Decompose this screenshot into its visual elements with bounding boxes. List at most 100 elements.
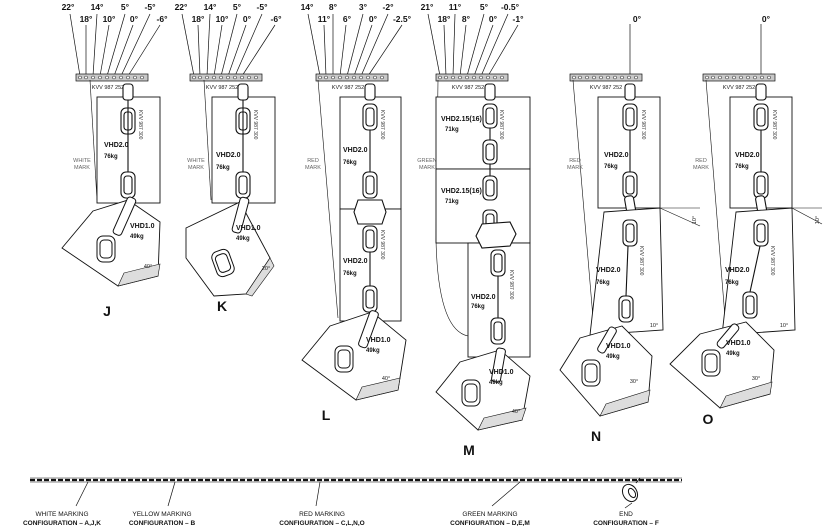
angle-label: 0° <box>633 14 642 24</box>
mark-label: WHITE <box>187 158 205 164</box>
tilt-angle: 10° <box>780 323 788 329</box>
sub-model: VHD1.0 <box>236 225 261 232</box>
mark-label: RED <box>569 158 581 164</box>
main2-weight: 76kg <box>343 271 357 277</box>
config-label: N <box>591 428 601 444</box>
angle-label: 22° <box>175 2 188 12</box>
main-weight: 76kg <box>104 154 118 160</box>
angle-label: 18° <box>80 14 93 24</box>
mark-label: WHITE <box>73 158 91 164</box>
config-label: K <box>217 298 227 314</box>
main-model: VHD2.0 <box>104 142 129 149</box>
rigging-bar <box>569 73 643 82</box>
angle-label: 18° <box>192 14 205 24</box>
sub-weight: 49kg <box>130 234 144 240</box>
mark-label: RED <box>307 158 319 164</box>
main-model: VHD2.0 <box>216 152 241 159</box>
angle-label: -1° <box>513 14 525 24</box>
angle-label: 14° <box>301 2 314 12</box>
main-model: VHD2.15(16) <box>441 116 482 123</box>
angle-label: -5° <box>257 2 269 12</box>
config-L: 14° 11° 8° 6° 3° 0° -2° -2.5° KVV 987 25… <box>301 2 412 423</box>
rigging-bar <box>435 73 509 82</box>
mark-label: MARK <box>419 165 435 171</box>
mark-label: MARK <box>693 165 709 171</box>
angle-label: -6° <box>271 14 283 24</box>
angle-label: 8° <box>329 2 338 12</box>
mark-label: MARK <box>188 165 204 171</box>
vertical-label: KVV 987 300 <box>498 110 504 140</box>
config-label: J <box>103 303 111 319</box>
sub-model: VHD1.0 <box>489 369 514 376</box>
sub-weight: 49kg <box>236 236 250 242</box>
tilt-angle: 20° <box>262 266 270 272</box>
sub-weight: 49kg <box>489 380 503 386</box>
vertical-label: KVV 987 300 <box>638 246 644 276</box>
angle-label: -6° <box>157 14 169 24</box>
vertical-label: KVV 987 300 <box>771 110 777 140</box>
angle-label: 0° <box>489 14 498 24</box>
rigging-bar <box>75 73 149 82</box>
main2-model: VHD2.0 <box>343 258 368 265</box>
legend-config: CONFIGURATION – F <box>593 520 659 527</box>
legend-label: RED MARKING <box>299 511 345 518</box>
main-weight: 76kg <box>343 160 357 166</box>
main2-model: VHD2.0 <box>596 267 621 274</box>
vertical-label: KVV 987 300 <box>640 110 646 140</box>
angle-label: 8° <box>462 14 471 24</box>
vertical-label: KVV 987 300 <box>379 230 385 260</box>
angle-label: 14° <box>204 2 217 12</box>
legend-config: CONFIGURATION – A,J,K <box>23 520 101 527</box>
vertical-label: KVV 987 300 <box>252 110 258 140</box>
config-N: 0° KVV 987 252 RED MARK 10° KVV 987 300 … <box>559 14 701 444</box>
main-model: VHD2.0 <box>735 152 760 159</box>
main-weight: 76kg <box>735 164 749 170</box>
bar-label: KVV 987 252 <box>332 85 364 91</box>
tilt-angle: 10° <box>692 216 698 224</box>
tilt-angle: 40° <box>512 409 520 415</box>
tilt-angle: 40° <box>382 376 390 382</box>
angle-label: 21° <box>421 2 434 12</box>
tilt-angle: 30° <box>630 379 638 385</box>
marking-chain: WHITE MARKING CONFIGURATION – A,J,K YELL… <box>23 477 682 527</box>
legend-label: YELLOW MARKING <box>132 511 191 518</box>
speaker-cabinet <box>721 207 796 336</box>
bar-label: KVV 987 252 <box>723 85 755 91</box>
mark-label: MARK <box>567 165 583 171</box>
mark-label: MARK <box>74 165 90 171</box>
angle-label: -0.5° <box>501 2 520 12</box>
legend-label: END <box>619 511 633 518</box>
angle-label: 6° <box>343 14 352 24</box>
config-label: O <box>703 411 714 427</box>
angle-lines <box>69 13 161 77</box>
vertical-label: KVV 987 300 <box>769 246 775 276</box>
main-weight: 76kg <box>604 164 618 170</box>
tilt-angle: 30° <box>752 376 760 382</box>
angle-label: 14° <box>91 2 104 12</box>
sub-model: VHD1.0 <box>130 223 155 230</box>
sub-weight: 49kg <box>726 351 740 357</box>
rigging-bar <box>315 73 389 82</box>
config-label: L <box>322 407 331 423</box>
legend-label: GREEN MARKING <box>462 511 517 518</box>
main2-weight: 76kg <box>725 280 739 286</box>
main3-weight: 76kg <box>471 304 485 310</box>
vertical-label: KVV 987 300 <box>379 110 385 140</box>
angle-label: 10° <box>216 14 229 24</box>
main2-model: VHD2.15(16) <box>441 188 482 195</box>
main-model: VHD2.0 <box>343 147 368 154</box>
angle-label: 5° <box>480 2 489 12</box>
tilt-angle: 40° <box>144 264 152 270</box>
legend-label: WHITE MARKING <box>35 511 88 518</box>
main-weight: 76kg <box>216 165 230 171</box>
sub-model: VHD1.0 <box>726 340 751 347</box>
config-J: 22° 18° 14° 10° 5° 0° -5° -6° KVV 987 25… <box>61 2 169 319</box>
angle-label: -2.5° <box>393 14 412 24</box>
link-chain <box>120 83 136 199</box>
legend-config: CONFIGURATION – D,E,M <box>450 520 530 527</box>
bar-label: KVV 987 252 <box>92 85 124 91</box>
vertical-label: KVV 987 300 <box>137 110 143 140</box>
angle-label: 0° <box>369 14 378 24</box>
main2-weight: 71kg <box>445 199 459 205</box>
